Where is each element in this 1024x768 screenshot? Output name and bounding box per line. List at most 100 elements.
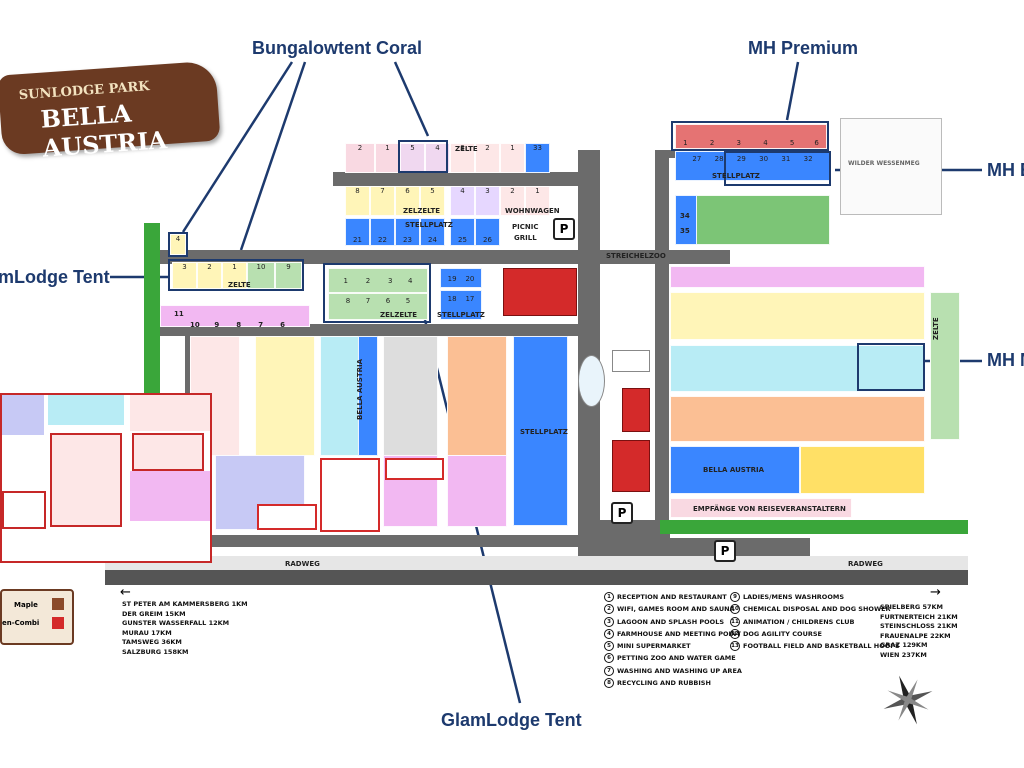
plot-3-top[interactable]: 3 [450,143,475,173]
plot-1b-top[interactable]: 1 [500,143,525,173]
road-bottom [160,535,590,547]
pool-icon [612,350,650,372]
plot-4-left[interactable]: 4 [170,234,186,255]
radweg-band [105,556,968,570]
building-reception [612,440,650,492]
plot-24[interactable]: 24 [420,218,445,246]
callout-mh-m: MH M [987,350,1024,370]
plot-8-zel[interactable]: 8 [345,186,370,216]
legend-box-left: Maple en-Combi [0,589,74,645]
combi-icon [52,617,64,629]
parking-right: P [714,540,736,562]
block-mh-m[interactable] [670,345,925,392]
plot-23[interactable]: 23 [395,218,420,246]
block-mh-orange[interactable] [670,396,925,442]
highlight-mh-m [857,343,925,391]
block-zelte-right[interactable] [930,292,960,440]
logo-line2: BELLA AUSTRIA [39,98,168,163]
zone-stellplatz-right: STELLPLATZ [520,428,568,436]
zone-bella-vertical: BELLA AUSTRIA [356,358,364,420]
building-washroom [622,388,650,432]
block-stellplatz-right[interactable] [513,336,568,526]
plot-22[interactable]: 22 [370,218,395,246]
plot-1-wohn[interactable]: 1 [525,186,550,216]
plot-21[interactable]: 21 [345,218,370,246]
plot-33[interactable]: 33 [525,143,550,173]
plot-3-wohn[interactable]: 3 [475,186,500,216]
plots-18-17[interactable]: 18 17 [440,290,482,320]
lagoon-pool [578,355,605,407]
block-lower-pink-2[interactable] [447,455,507,527]
main-road [105,570,968,585]
highlight-bungalowtent-top [398,140,448,173]
plot-25[interactable]: 25 [450,218,475,246]
row-top-right[interactable] [670,266,925,288]
plot-11: 11 [174,310,184,318]
plot-10-9-8-7-6: 10 9 8 7 6 [190,321,286,329]
radweg-label-right: RADWEG [848,560,883,568]
plot-34: 34 [680,212,690,220]
callout-bungalowtent-coral: Bungalowtent Coral [252,38,422,58]
plot-2-wohn[interactable]: 2 [500,186,525,216]
plot-row-11[interactable] [160,305,310,327]
road-right-vertical [655,150,669,535]
block-bella-austria[interactable] [670,446,800,494]
callout-mh-premium: MH Premium [748,38,859,58]
grass-strip-right [660,520,968,534]
compass-rose-icon [883,675,933,725]
distances-left: ST PETER AM KAMMERSBERG 1KM DER GREIM 15… [122,600,248,656]
plot-5-zel[interactable]: 5 [420,186,445,216]
maple-icon [52,598,64,610]
block-mh-upper[interactable] [670,292,925,340]
plot-6-zel[interactable]: 6 [395,186,420,216]
callout-glamlodge-left: mLodge Tent [0,267,110,287]
zone-streichelzoo: STREICHELZOO [606,252,666,260]
plots-green-1-10[interactable] [675,195,830,245]
block-30-31[interactable] [383,336,438,456]
zone-zelte-top: ZELTE [455,145,478,153]
zone-zelzelte-mid: ZELZELTE [380,311,418,319]
highlight-glamlodge-zelzelte [323,263,431,323]
zone-bella-right: BELLA AUSTRIA [703,466,765,474]
parking-top: P [553,218,575,240]
highlight-bungalowtent-4 [168,232,188,257]
plot-2b-top[interactable]: 2 [475,143,500,173]
parking-lot-area [580,520,670,560]
zone-stellplatz-premium: STELLPLATZ [712,172,760,180]
plot-26[interactable]: 26 [475,218,500,246]
block-empfang [670,498,852,518]
plots-19-20[interactable]: 19 20 [440,268,482,288]
plots-27-32[interactable]: 27 28 29 30 31 32 [675,151,830,181]
legend-maple: Maple [14,601,38,609]
plot-2-top[interactable]: 2 [345,143,375,173]
road-middle [160,324,580,336]
plots-1-4[interactable]: 1 2 3 4 [328,268,428,293]
bungalow-cluster-mid-2 [385,458,444,480]
plot-1-top[interactable]: 1 [375,143,400,173]
plot-4-top[interactable]: 4 [425,143,450,173]
block-c1-c3[interactable] [800,446,925,494]
bella-strip [358,336,378,456]
plots-5-8[interactable]: 8 7 6 5 [328,293,428,320]
plot-1-zelte[interactable]: 1 [222,262,247,289]
plot-3-zelte[interactable]: 3 [172,262,197,289]
building-farmhouse [503,268,577,316]
park-logo-sign: SUNLODGE PARK BELLA AUSTRIA [0,60,221,163]
arrow-left-icon: ← [120,585,131,600]
block-6-10[interactable] [255,336,315,456]
plots-34-35[interactable] [675,195,697,245]
plot-4-wohn[interactable]: 4 [450,186,475,216]
zone-zelzelte: ZELZELTE [403,207,441,215]
plot-9-zelte[interactable]: 9 [275,262,302,289]
arrow-right-icon: → [930,585,941,600]
plot-5-top[interactable]: 5 [400,143,425,173]
plot-2-zelte[interactable]: 2 [197,262,222,289]
road-top [333,172,578,186]
bungalow-cluster-mid [320,458,380,532]
zone-empfang: EMPFÄNGE VON REISEVERANSTALTERN [693,505,846,513]
plots-premium-1-6[interactable]: 1 2 3 4 5 6 [675,124,827,149]
plot-7-zel[interactable]: 7 [370,186,395,216]
zone-wohnwagen: WOHNWAGEN [505,207,560,215]
plot-10-zelte[interactable]: 10 [247,262,275,289]
